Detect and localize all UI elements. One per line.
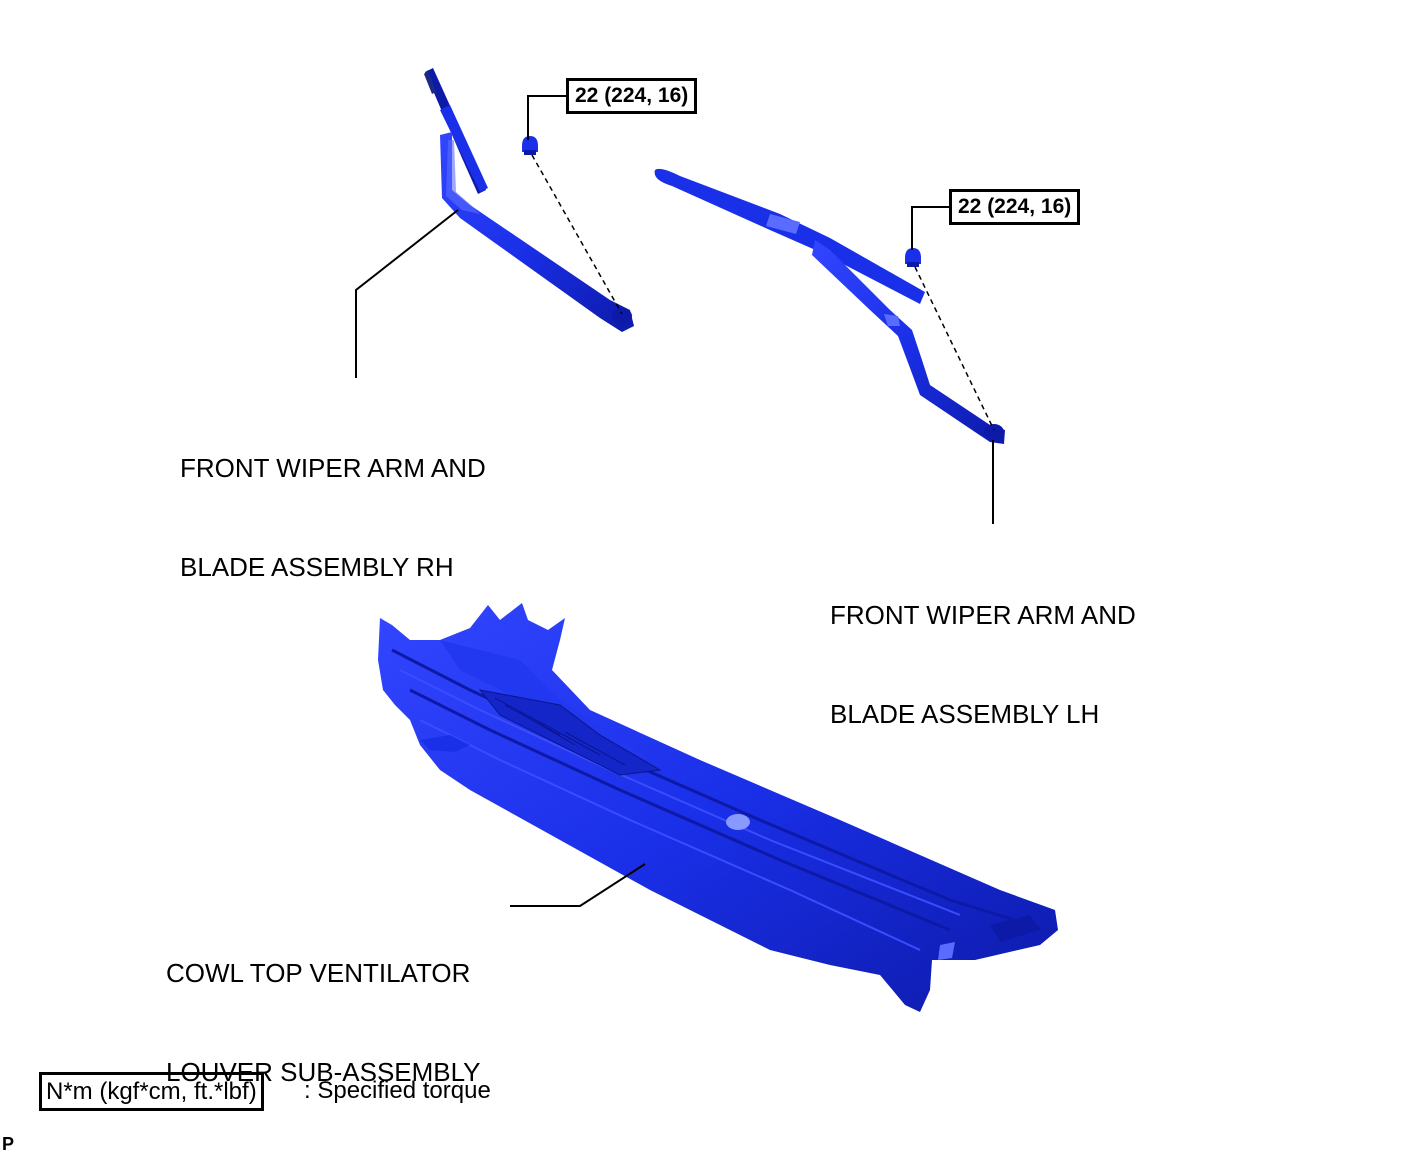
legend-torque-unit-box: N*m (kgf*cm, ft.*lbf)	[39, 1072, 264, 1111]
wiper-arm-rh-drawing	[424, 68, 634, 332]
wiper-nut-lh-drawing	[905, 248, 921, 267]
label-wiper-arm-lh-line2: BLADE ASSEMBLY LH	[830, 699, 1100, 729]
label-wiper-arm-lh: FRONT WIPER ARM AND BLADE ASSEMBLY LH	[830, 533, 1136, 764]
corner-tag: P	[2, 1134, 15, 1154]
label-wiper-arm-rh-line1: FRONT WIPER ARM AND	[180, 453, 486, 483]
cowl-louver-drawing	[378, 603, 1058, 1012]
label-wiper-arm-rh-line2: BLADE ASSEMBLY RH	[180, 552, 454, 582]
legend-description: : Specified torque	[304, 1077, 491, 1104]
torque-callout-lh: 22 (224, 16)	[949, 189, 1081, 225]
wiper-nut-rh-drawing	[522, 136, 538, 155]
label-wiper-arm-rh: FRONT WIPER ARM AND BLADE ASSEMBLY RH	[180, 386, 486, 617]
wiper-arm-lh-drawing	[654, 168, 1005, 444]
label-cowl-louver-line1: COWL TOP VENTILATOR	[166, 958, 471, 988]
label-wiper-arm-lh-line1: FRONT WIPER ARM AND	[830, 600, 1136, 630]
torque-callout-rh: 22 (224, 16)	[566, 78, 698, 114]
